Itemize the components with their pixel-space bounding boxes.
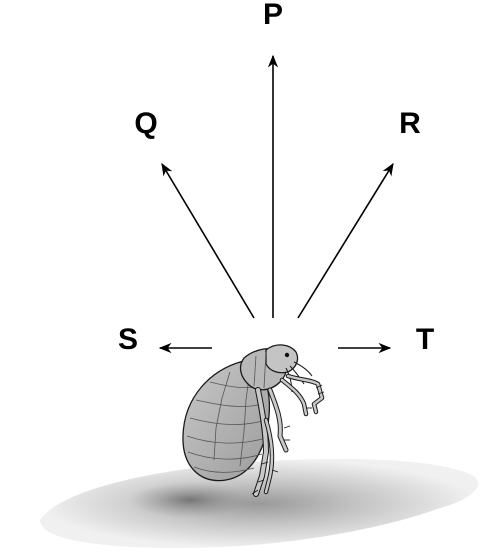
label-p: P	[262, 0, 284, 31]
direction-arrows	[158, 54, 394, 354]
arrow-r	[297, 162, 394, 319]
label-q: Q	[134, 107, 158, 140]
flea-shadow	[128, 482, 252, 518]
arrow-q	[161, 162, 255, 319]
flea-icon	[182, 344, 325, 497]
label-r: R	[399, 107, 421, 140]
floor-surface	[40, 458, 479, 548]
label-s: S	[117, 323, 139, 356]
label-t: T	[415, 323, 435, 356]
